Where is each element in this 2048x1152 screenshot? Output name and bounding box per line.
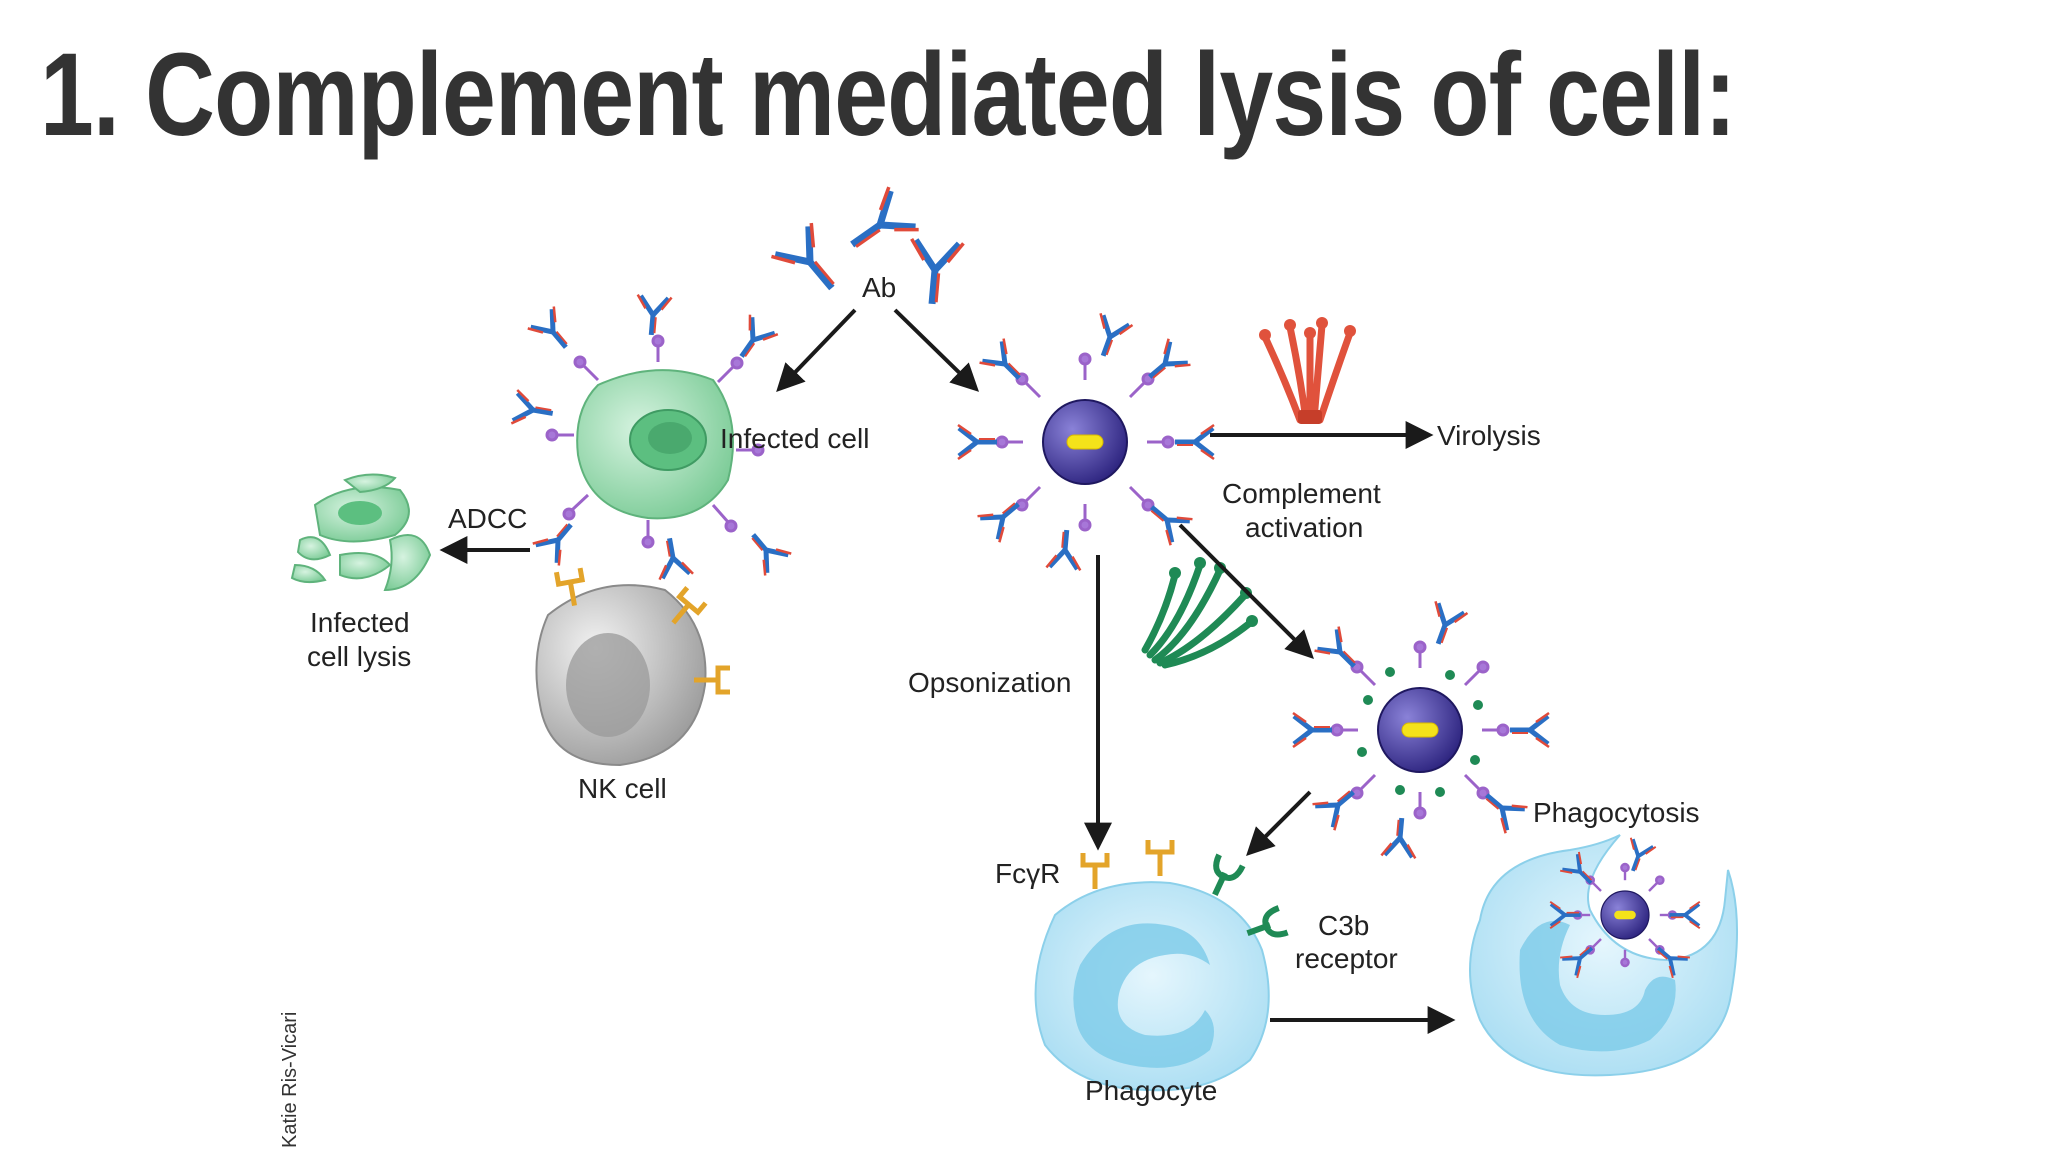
label-adcc: ADCC xyxy=(448,503,527,534)
label-opsonization: Opsonization xyxy=(908,667,1071,698)
label-infected-cell: Infected cell xyxy=(720,423,869,454)
label-fcgr: FcγR xyxy=(995,858,1060,889)
arrow-ab-to-infected xyxy=(776,308,857,393)
arrow-ab-to-virus xyxy=(893,308,980,392)
lysed-cell-fragments xyxy=(290,473,432,592)
opsonized-virus xyxy=(958,313,1214,570)
slide-title: 1. Complement mediated lysis of cell: xyxy=(40,29,1737,161)
infected-cell xyxy=(511,295,791,580)
arrow-virus-to-phagocyte xyxy=(1246,790,1312,856)
label-infected-lysis-1: Infected xyxy=(310,607,410,638)
label-nk-cell: NK cell xyxy=(578,773,667,804)
nk-cell xyxy=(535,568,730,767)
phagocytosing-cell xyxy=(1469,834,1738,1077)
label-c3b-receptor-1: C3b xyxy=(1318,910,1369,941)
label-phagocyte: Phagocyte xyxy=(1085,1075,1217,1106)
label-complement-activation-2: activation xyxy=(1245,512,1363,543)
label-infected-lysis-2: cell lysis xyxy=(307,641,411,672)
complement-fragments xyxy=(1141,557,1258,669)
label-virolysis: Virolysis xyxy=(1437,420,1541,451)
arrow-complement-opsonization xyxy=(1178,523,1314,659)
label-phagocytosis: Phagocytosis xyxy=(1533,797,1700,828)
label-complement-activation-1: Complement xyxy=(1222,478,1381,509)
label-c3b-receptor-2: receptor xyxy=(1295,943,1398,974)
membrane-attack-complex xyxy=(1259,317,1356,424)
phagocyte xyxy=(1034,840,1288,1092)
c3b-coated-virus xyxy=(1293,601,1549,858)
label-ab: Ab xyxy=(862,272,896,303)
label-credit: Katie Ris-Vicari xyxy=(279,1012,301,1148)
